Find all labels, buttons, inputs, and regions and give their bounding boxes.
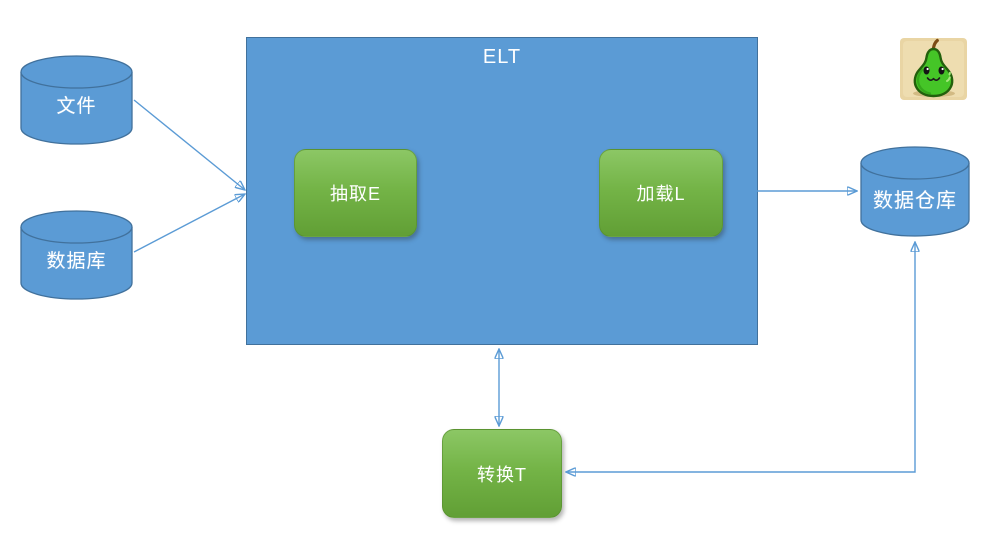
node-transform: 转换T [442,429,562,518]
elt-container-box: ELT 抽取E 加载L [246,37,758,345]
connector-file-to-elt [133,99,245,190]
node-extract-label: 抽取E [329,184,381,204]
node-load-label: 加载L [636,184,686,204]
cylinder-shape-icon [860,146,970,237]
connector-database-to-elt [133,194,245,253]
elt-title: ELT [482,46,522,68]
node-file-cylinder: 文件 [20,55,133,145]
pear-mascot-icon [900,38,967,100]
node-warehouse-cylinder: 数据仓库 [860,146,970,237]
node-transform-label: 转换T [477,464,527,485]
node-database-label: 数据库 [46,250,107,272]
node-database-cylinder: 数据库 [20,210,133,300]
cylinder-shape-icon [20,55,133,145]
node-file-label: 文件 [56,95,97,117]
node-extract: 抽取E [294,149,417,237]
cylinder-shape-icon [20,210,133,300]
node-load: 加载L [599,149,723,237]
node-warehouse-label: 数据仓库 [873,190,957,212]
